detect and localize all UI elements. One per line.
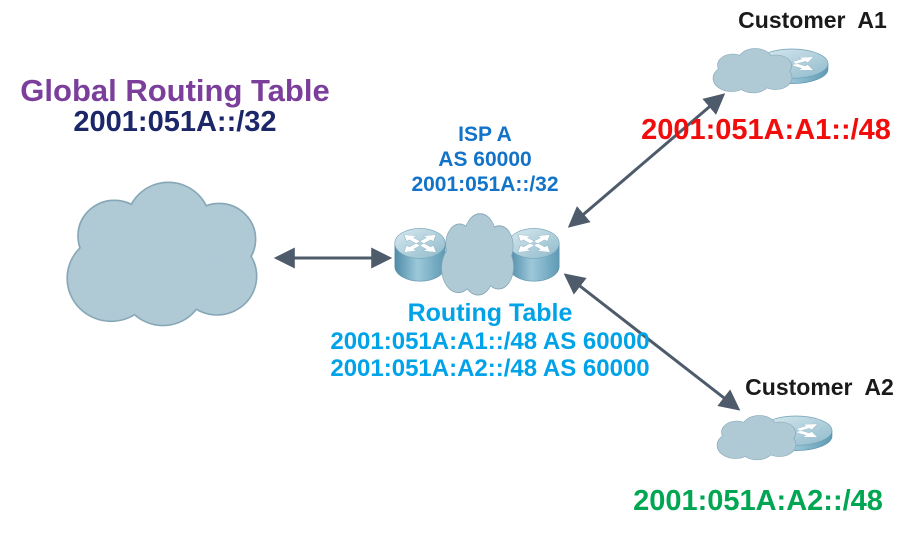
customer-a2-label: Customer A2 <box>745 374 894 400</box>
customer-a1-label: Customer A1 <box>738 7 887 33</box>
isp-label: ISP A AS 60000 2001:051A::/32 <box>365 122 605 197</box>
customer-a1-cloud-icon <box>708 48 798 94</box>
customer-a2-cloud-icon <box>712 415 802 461</box>
isp-prefix: 2001:051A::/32 <box>411 173 559 196</box>
isp-cloud-icon <box>437 213 519 297</box>
customer-a2-prefix: 2001:051A:A2::/48 <box>633 485 883 517</box>
isp-name: ISP A <box>458 123 512 146</box>
routing-table-entry: 2001:051A:A1::/48 AS 60000 <box>330 328 650 355</box>
isp-routing-table: Routing Table 2001:051A:A1::/48 AS 60000… <box>295 299 685 382</box>
global-routing-table-title: Global Routing Table <box>20 73 330 108</box>
global-routing-table-prefix: 2001:051A::/32 <box>73 106 277 138</box>
routing-table-title: Routing Table <box>407 299 573 327</box>
link-isp-customer-a2 <box>563 273 741 411</box>
link-isp-customer-a1 <box>567 93 726 228</box>
internet-cloud-icon <box>55 181 271 329</box>
routing-table-entry: 2001:051A:A2::/48 AS 60000 <box>330 355 650 382</box>
isp-asn: AS 60000 <box>438 148 532 171</box>
customer-a1-prefix: 2001:051A:A1::/48 <box>641 114 891 146</box>
